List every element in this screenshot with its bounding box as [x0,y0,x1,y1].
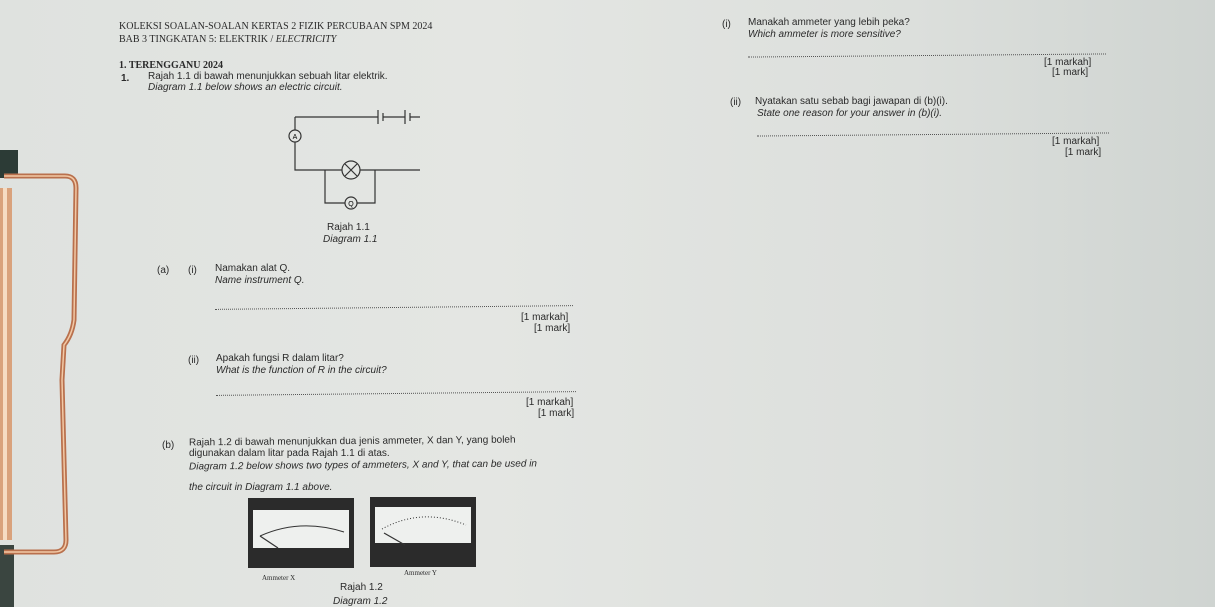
answer-line-a-ii[interactable] [216,391,576,396]
part-b-english-1: Diagram 1.2 below shows two types of amm… [188,458,538,473]
part-a-i-label: (i) [188,265,197,276]
ammeter-y-image [370,497,476,567]
marks-malay: [1 markah] [1052,136,1100,147]
marks-english: [1 mark] [1052,67,1089,78]
part-b-i-malay: Manakah ammeter yang lebih peka? [748,17,910,28]
marks-english: [1 mark] [538,408,575,419]
part-b-ii-english: State one reason for your answer in (b)(… [757,108,943,119]
diagram1-caption-malay: Rajah 1.1 [327,222,370,233]
ammeter-x-label: Ammeter X [262,574,296,582]
header-chapter: BAB 3 TINGKATAN 5: ELEKTRIK / ELECTRICIT… [119,34,336,45]
section-title: 1. TERENGGANU 2024 [119,60,223,71]
part-b-ii-malay: Nyatakan satu sebab bagi jawapan di (b)(… [755,96,948,107]
ammeter-label: A [293,134,298,141]
ammeter-y-label: Ammeter Y [404,569,437,577]
part-a-label: (a) [157,265,170,276]
diagram1-caption-english: Diagram 1.1 [323,234,378,245]
part-b-i-label: (i) [722,19,731,30]
part-b-i-english: Which ammeter is more sensitive? [748,29,901,40]
part-b-ii-label: (ii) [730,97,742,108]
instrument-q-label: Q [348,201,354,208]
part-a-ii-label: (ii) [188,355,200,366]
diagram2-caption-english: Diagram 1.2 [333,596,388,607]
background-object [0,545,14,607]
part-b-english-2: the circuit in Diagram 1.1 above. [189,482,333,493]
marks-english: [1 mark] [534,323,571,334]
header-title: KOLEKSI SOALAN-SOALAN KERTAS 2 FIZIK PER… [119,21,433,32]
intro-malay: Rajah 1.1 di bawah menunjukkan sebuah li… [148,71,388,82]
part-a-i-english: Name instrument Q. [215,275,305,286]
chapter-malay: BAB 3 TINGKATAN 5: ELEKTRIK / [119,34,276,45]
marks-malay: [1 markah] [521,312,569,323]
chapter-english: ELECTRICITY [275,34,337,45]
answer-line-a-i[interactable] [215,305,573,310]
intro-english: Diagram 1.1 below shows an electric circ… [148,82,343,93]
part-b-label: (b) [162,440,175,451]
question-number: 1. [121,73,130,84]
ammeter-x-image [248,498,354,568]
background-object [0,150,18,178]
marks-english: [1 mark] [1065,147,1102,158]
diagram2-caption-malay: Rajah 1.2 [340,582,383,593]
part-b-malay-1: Rajah 1.2 di bawah menunjukkan dua jenis… [188,434,516,449]
part-b-malay-2: digunakan dalam litar pada Rajah 1.1 di … [189,448,390,459]
part-a-ii-english: What is the function of R in the circuit… [216,365,387,376]
part-a-i-malay: Namakan alat Q. [215,263,291,274]
binder-clip-icon [0,173,79,555]
marks-malay: [1 markah] [1044,57,1092,68]
marks-malay: [1 markah] [526,397,574,408]
part-a-ii-malay: Apakah fungsi R dalam litar? [216,353,344,364]
circuit-diagram: A R Q [288,110,420,210]
